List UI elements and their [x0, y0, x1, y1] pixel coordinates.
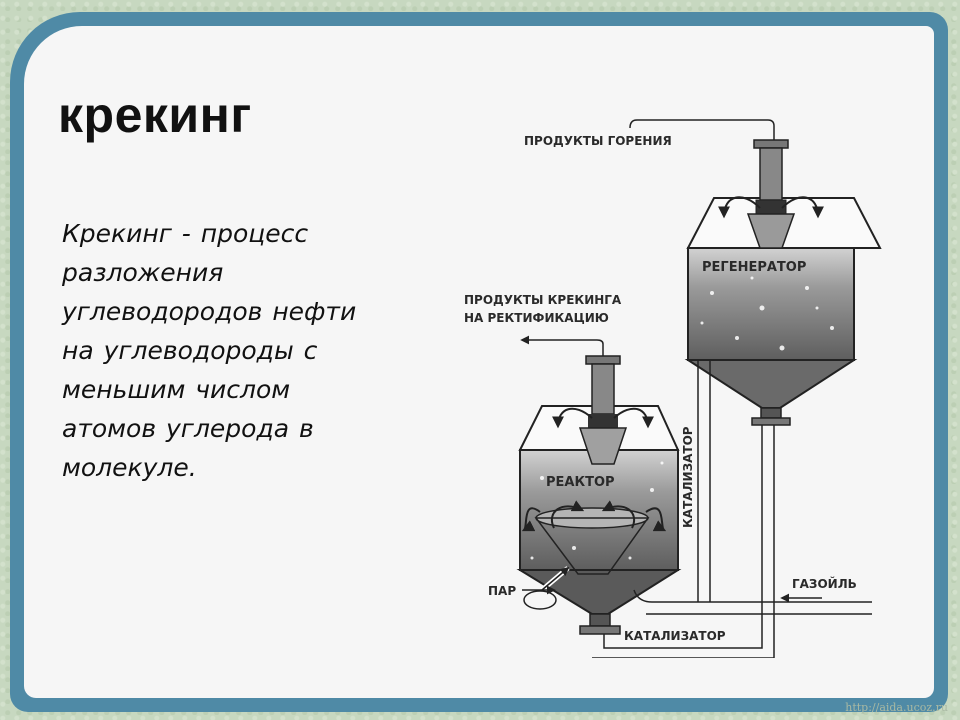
catalyst-bottom-label: КАТАЛИЗАТОР [624, 629, 726, 643]
cracking-products-label-line1: ПРОДУКТЫ КРЕКИНГА [464, 293, 622, 307]
combustion-products-label: ПРОДУКТЫ ГОРЕНИЯ [524, 134, 672, 148]
slide-title: крекинг [58, 87, 252, 143]
catalyst-vertical-label: КАТАЛИЗАТОР [681, 426, 695, 528]
definition-text: Крекинг - процесс разложения углеводород… [62, 219, 357, 482]
watermark: http://aida.ucoz.ru [845, 701, 948, 714]
regenerator-vessel [684, 139, 882, 426]
gas-oil-label: ГАЗОЙЛЬ [792, 576, 857, 591]
cracking-products-label-line2: НА РЕКТИФИКАЦИЮ [464, 311, 609, 325]
regenerator-label: РЕГЕНЕРАТОР [702, 260, 806, 275]
cracking-diagram: РЕГЕНЕРАТОР ПРОДУКТЫ ГОРЕНИЯ РЕАКТОР [464, 119, 882, 658]
reactor-vessel [516, 355, 682, 635]
steam-label: ПАР [488, 584, 516, 598]
reactor-label: РЕАКТОР [546, 475, 615, 490]
